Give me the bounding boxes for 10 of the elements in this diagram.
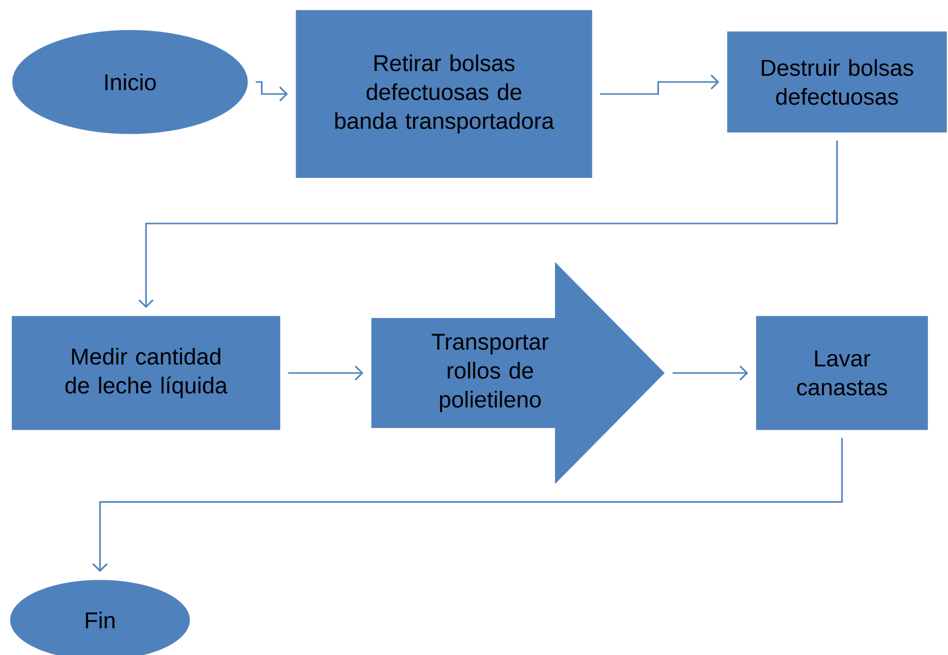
arrow (600, 74, 720, 95)
arrow (256, 81, 288, 102)
arrow (288, 365, 364, 381)
process-box: Destruir bolsas defectuosas (727, 31, 947, 132)
process-box: Lavar canastas (756, 316, 928, 430)
process-box: Retirar bolsas defectuosas de banda transportadora (296, 10, 592, 178)
arrow (672, 365, 748, 381)
arrow (138, 140, 838, 308)
arrow (92, 438, 843, 572)
process-box: Medir cantidad de leche líquida (12, 316, 280, 430)
